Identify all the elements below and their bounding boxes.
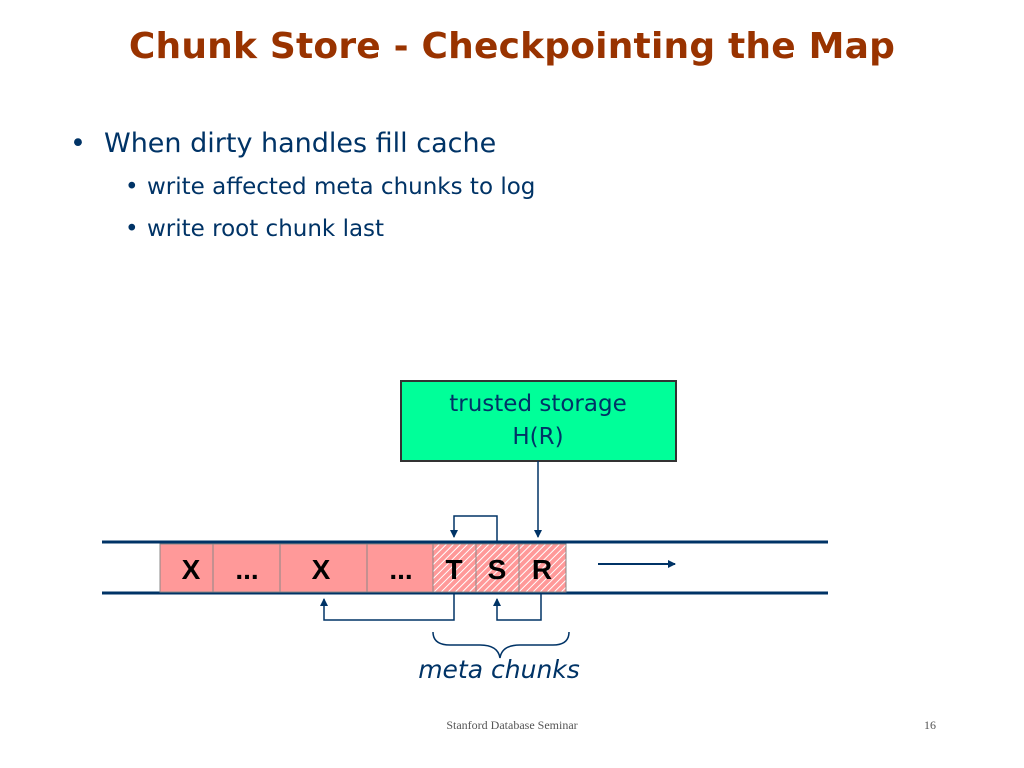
trusted-storage-box: [400, 380, 677, 462]
log-cell-label: ...: [235, 554, 258, 585]
bullet-item: • When dirty handles fill cache: [70, 126, 535, 162]
trusted-hash-label: H(R): [512, 424, 563, 450]
meta-chunks-brace: [432, 631, 570, 659]
bullet-text: When dirty handles fill cache: [104, 128, 497, 159]
page-number: 16: [924, 718, 936, 732]
bullet-dot-icon: •: [125, 216, 139, 242]
bullet-dot-icon: •: [125, 174, 139, 200]
log-cell: [366, 543, 434, 593]
log-cell: [212, 543, 281, 593]
log-cell-label: X: [312, 554, 331, 585]
log-cell: [159, 543, 214, 593]
meta-pointer-arrow: [493, 593, 542, 621]
log-cells: X ... X ... T S R: [159, 543, 567, 593]
meta-chunks-label: meta chunks: [418, 655, 580, 684]
sub-bullet-text: write affected meta chunks to log: [147, 174, 536, 200]
slide-title: Chunk Store - Checkpointing the Map: [128, 26, 896, 67]
sub-bullet-text: write root chunk last: [147, 216, 385, 242]
log-cell-label: ...: [389, 554, 412, 585]
sub-bullet-list: • write affected meta chunks to log • wr…: [125, 166, 535, 250]
meta-log-cell: [518, 543, 567, 593]
sub-bullet-item: • write affected meta chunks to log: [125, 166, 535, 208]
sub-bullet-item: • write root chunk last: [125, 208, 535, 250]
meta-cell-label: S: [488, 554, 507, 585]
trusted-storage-label: trusted storage: [449, 391, 627, 417]
meta-pointer-arrow: [450, 515, 498, 542]
log-cell: [279, 543, 368, 593]
meta-log-cell: [475, 543, 520, 593]
meta-cell-label: T: [445, 554, 462, 585]
footer-text: Stanford Database Seminar: [446, 718, 578, 732]
bullet-list: • When dirty handles fill cache • write …: [70, 126, 535, 250]
data-pointer-arrow: [320, 593, 455, 621]
bullet-dot-icon: •: [70, 128, 86, 159]
log-cell-label: X: [182, 554, 201, 585]
meta-cell-label: R: [532, 554, 552, 585]
meta-log-cell: [432, 543, 477, 593]
